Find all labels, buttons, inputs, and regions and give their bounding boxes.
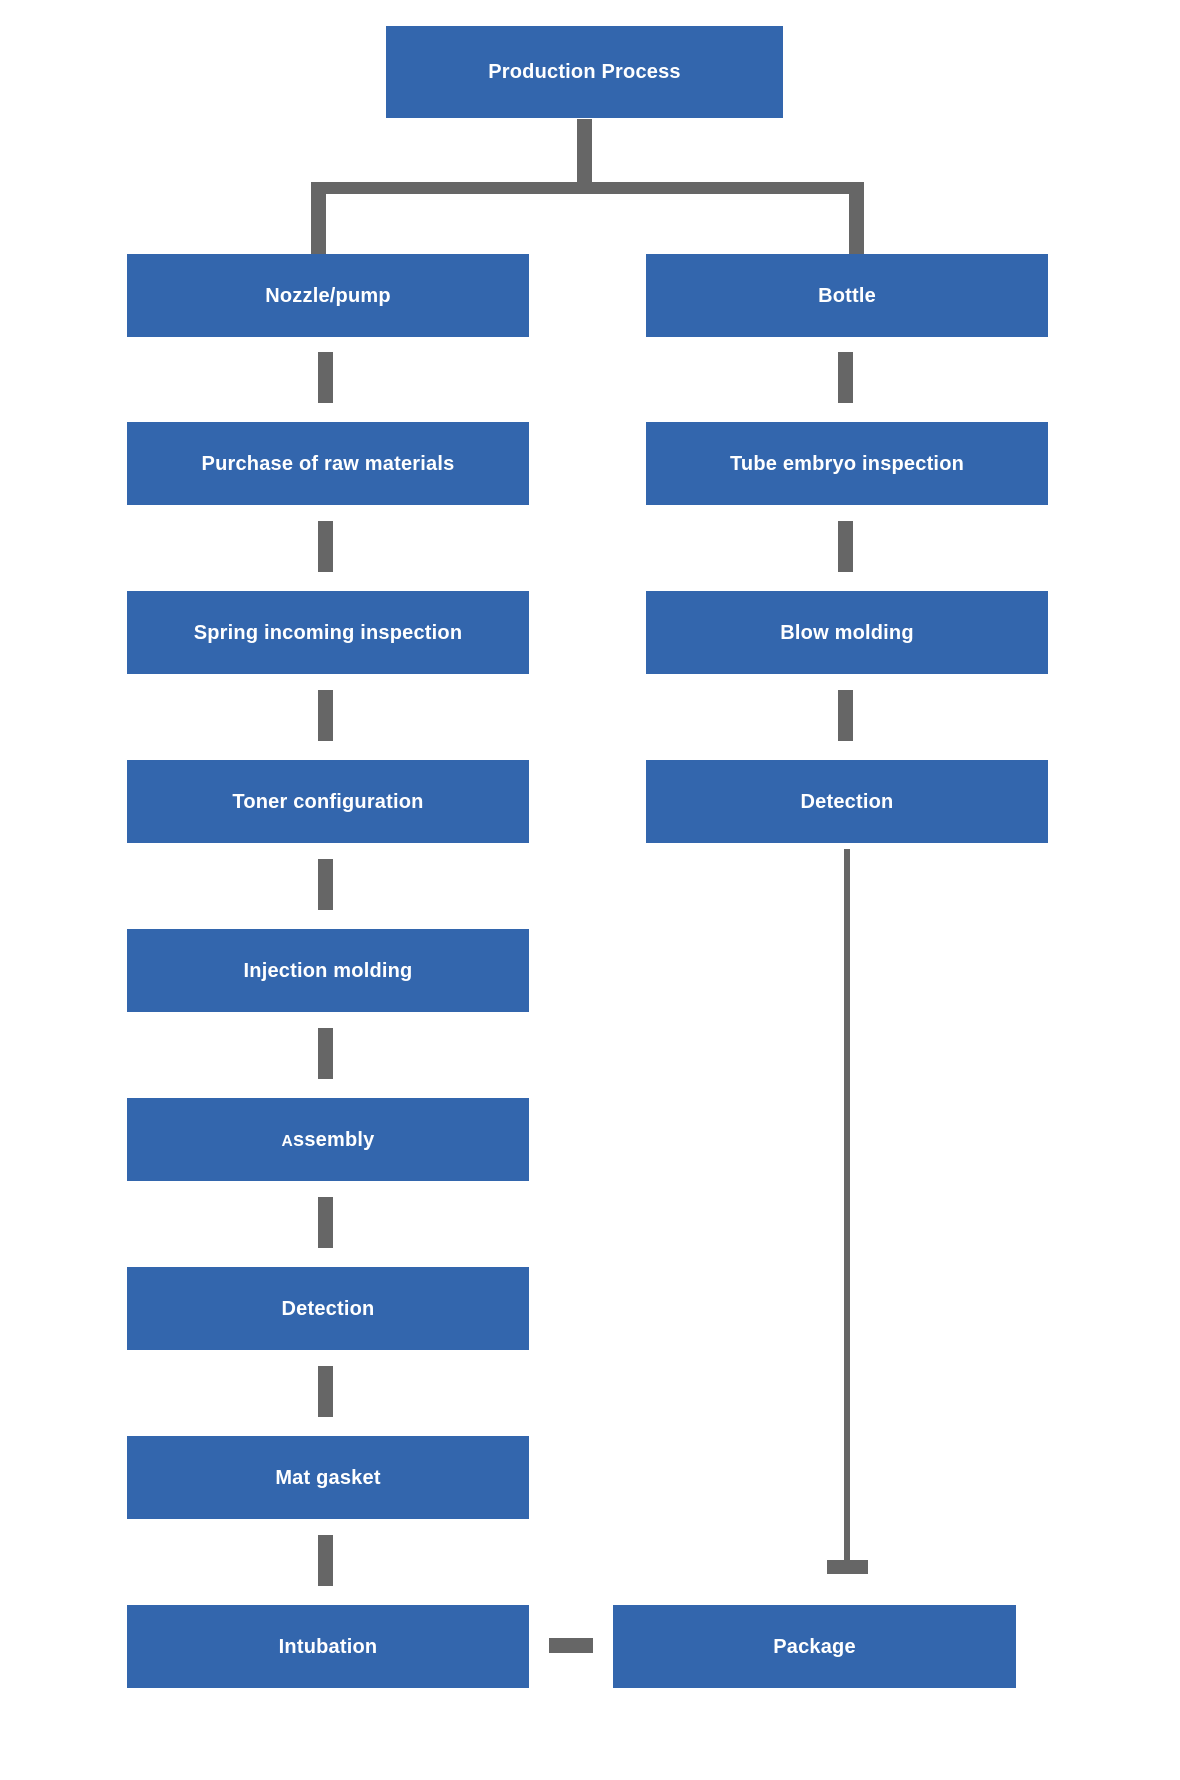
connector-left-2 <box>318 521 333 572</box>
connector-left-1 <box>318 352 333 403</box>
node-package[interactable]: Package <box>613 1605 1016 1688</box>
node-label: Detection <box>281 1297 375 1320</box>
connector-split-right-drop <box>849 182 864 254</box>
node-label: Purchase of raw materials <box>201 452 455 475</box>
node-bottle[interactable]: Bottle <box>646 254 1048 337</box>
connector-left-7 <box>318 1366 333 1417</box>
node-detection-right[interactable]: Detection <box>646 760 1048 843</box>
node-label: Injection molding <box>243 959 413 982</box>
connector-intubation-to-package <box>549 1638 593 1653</box>
node-label: Mat gasket <box>275 1466 381 1489</box>
node-purchase-of-raw-materials[interactable]: Purchase of raw materials <box>127 422 529 505</box>
connector-split-left-drop <box>311 182 326 254</box>
connector-left-6 <box>318 1197 333 1248</box>
node-toner-configuration[interactable]: Toner configuration <box>127 760 529 843</box>
connector-right-2 <box>838 521 853 572</box>
connector-left-4 <box>318 859 333 910</box>
connector-left-3 <box>318 690 333 741</box>
node-label: Blow molding <box>780 621 914 644</box>
node-label: Detection <box>800 790 894 813</box>
connector-detection-to-package-foot <box>827 1560 868 1574</box>
node-blow-molding[interactable]: Blow molding <box>646 591 1048 674</box>
assembly-initial: A <box>281 1132 293 1150</box>
node-label: Package <box>773 1635 856 1658</box>
node-mat-gasket[interactable]: Mat gasket <box>127 1436 529 1519</box>
node-label: Tube embryo inspection <box>729 452 965 475</box>
node-nozzle-pump[interactable]: Nozzle/pump <box>127 254 529 337</box>
connector-left-5 <box>318 1028 333 1079</box>
connector-detection-to-package <box>844 849 850 1571</box>
node-injection-molding[interactable]: Injection molding <box>127 929 529 1012</box>
connector-split-horizontal <box>311 182 864 194</box>
node-label: Assembly <box>282 1128 375 1152</box>
node-assembly[interactable]: Assembly <box>127 1098 529 1181</box>
node-spring-incoming-inspection[interactable]: Spring incoming inspection <box>127 591 529 674</box>
connector-root-stem <box>577 119 592 182</box>
node-label: Intubation <box>278 1635 378 1658</box>
assembly-rest: ssembly <box>293 1128 375 1151</box>
node-label: Bottle <box>818 284 876 307</box>
connector-left-8 <box>318 1535 333 1586</box>
connector-right-3 <box>838 690 853 741</box>
node-intubation[interactable]: Intubation <box>127 1605 529 1688</box>
node-label: Spring incoming inspection <box>193 621 463 644</box>
node-tube-embryo-inspection[interactable]: Tube embryo inspection <box>646 422 1048 505</box>
connector-right-1 <box>838 352 853 403</box>
node-detection-left[interactable]: Detection <box>127 1267 529 1350</box>
node-label: Nozzle/pump <box>265 284 391 307</box>
node-production-process[interactable]: Production Process <box>386 26 783 118</box>
node-label: Production Process <box>488 61 681 83</box>
node-label: Toner configuration <box>232 790 424 813</box>
